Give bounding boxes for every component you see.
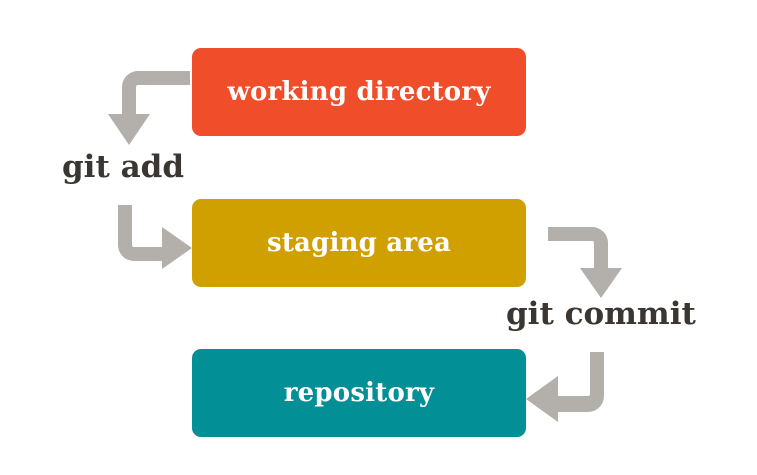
node-working-directory: working directory <box>192 48 526 136</box>
command-label-git-add: git add <box>62 149 185 185</box>
command-label-git-commit: git commit <box>506 296 696 332</box>
elbow-arrow-down-icon <box>548 227 622 298</box>
node-working-directory-label: working directory <box>227 77 491 107</box>
elbow-arrow-right-icon <box>118 205 192 269</box>
elbow-arrow-down-icon <box>108 71 190 145</box>
elbow-arrow-left-icon <box>526 352 604 422</box>
node-staging-area-label: staging area <box>266 228 452 258</box>
node-repository-label: repository <box>283 378 435 408</box>
node-repository: repository <box>192 349 526 437</box>
node-staging-area: staging area <box>192 199 526 287</box>
